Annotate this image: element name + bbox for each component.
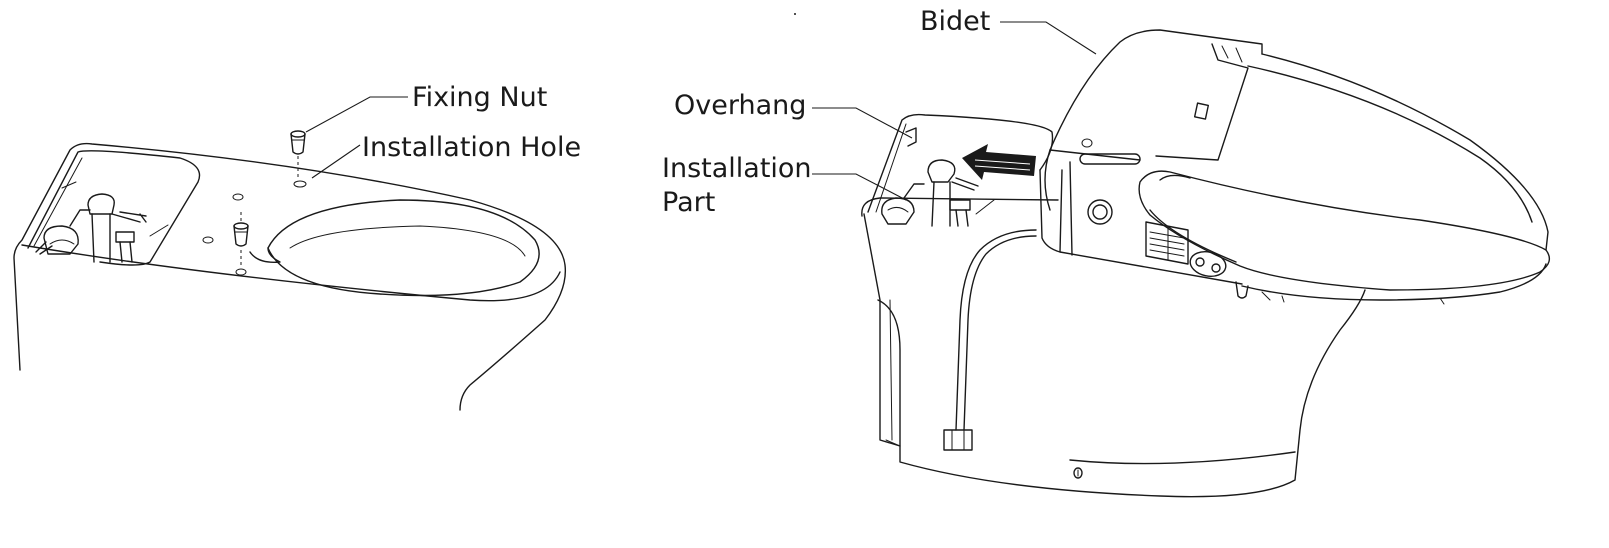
bidet-unit: [1039, 29, 1263, 299]
fixing-nut-label: Fixing Nut: [412, 82, 547, 113]
fixing-nut-upper: [290, 130, 306, 180]
left-toilet-figure: Fixing Nut Installation Hole: [13, 82, 581, 411]
overhang-label: Overhang: [674, 90, 806, 121]
water-hose: [943, 229, 1037, 451]
slide-direction-arrow: [962, 144, 1036, 180]
installation-hole-leader: [311, 144, 361, 179]
right-toilet-figure: Bidet Overhang Installation Part: [662, 6, 1551, 498]
bidet-seat-lid: [1138, 53, 1551, 305]
fixing-nut-leader: [305, 96, 408, 133]
control-knob: [1087, 199, 1113, 225]
fixing-nut-lower: [233, 212, 249, 268]
left-tank-mechanism: [35, 193, 169, 263]
bidet-leader: [1000, 21, 1097, 55]
bidet-label: Bidet: [920, 6, 990, 37]
right-tank-mechanism: [881, 159, 995, 227]
vent-grille: [1145, 221, 1189, 265]
installation-holes: [202, 180, 307, 276]
nozzle-port: [1189, 250, 1227, 278]
installation-part-label-line2: Part: [662, 187, 715, 218]
overhang-leader: [812, 107, 913, 139]
installation-hole-label: Installation Hole: [362, 132, 581, 163]
stray-dot: [794, 13, 796, 15]
installation-part-leader: [812, 173, 907, 201]
installation-part-label-line1: Installation: [662, 153, 812, 184]
